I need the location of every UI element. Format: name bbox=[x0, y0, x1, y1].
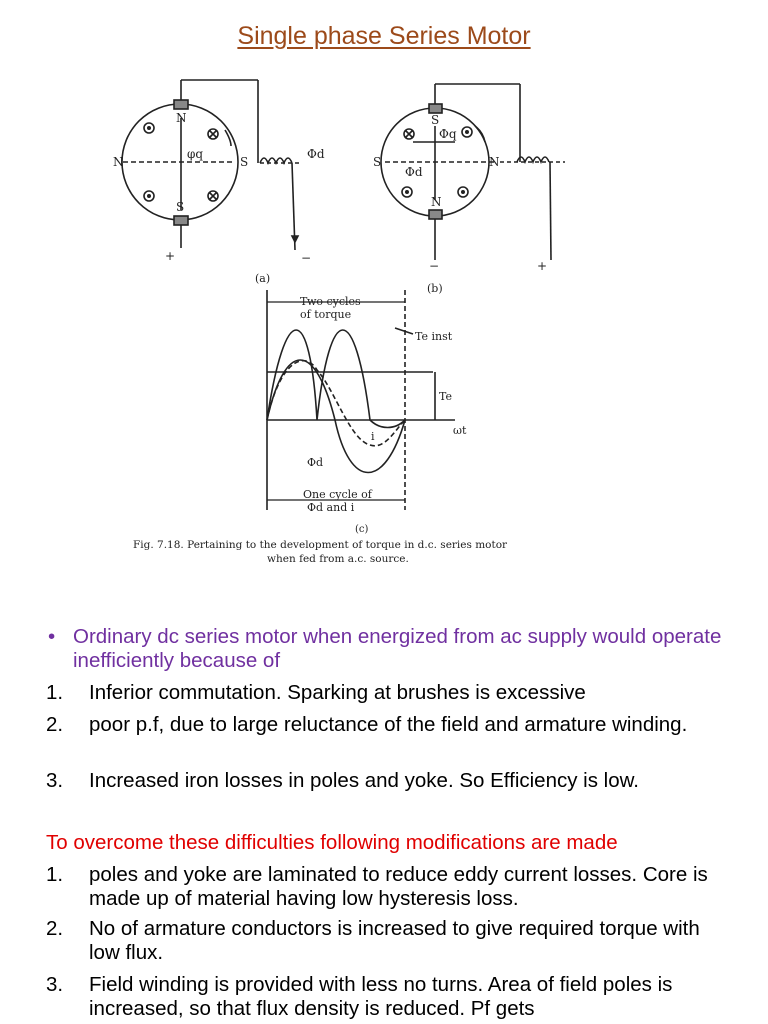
motor-figure: N S N S φq Φd + − (a) S N S N Φq Φd + − … bbox=[113, 79, 565, 565]
problem-text: poor p.f, due to large reluctance of the… bbox=[89, 713, 688, 736]
diagram-c-bottom-label-1: One cycle of bbox=[303, 488, 373, 501]
solutions-heading: To overcome these difficulties following… bbox=[46, 831, 618, 854]
figure-caption-line1: Fig. 7.18. Pertaining to the development… bbox=[133, 539, 508, 551]
diagram-c-te: Te bbox=[439, 390, 452, 403]
intro-bullet: • Ordinary dc series motor when energize… bbox=[0, 625, 768, 673]
problem-text: Increased iron losses in poles and yoke.… bbox=[89, 769, 639, 792]
intro-bullet-text: Ordinary dc series motor when energized … bbox=[73, 625, 722, 672]
page-title: Single phase Series Motor bbox=[237, 22, 531, 50]
diagram-b-label: (b) bbox=[427, 282, 443, 295]
diagram-a-terminal-minus: − bbox=[301, 251, 311, 265]
diagram-a-pole-top: N bbox=[176, 111, 187, 125]
diagram-b-axis-right: N bbox=[489, 155, 500, 169]
solution-item: 3. Field winding is provided with less n… bbox=[0, 973, 768, 1021]
solution-text: Field winding is provided with less no t… bbox=[89, 973, 673, 1020]
diagram-c-i-label: i bbox=[371, 430, 375, 443]
diagram-c-omega-t: ωt bbox=[453, 424, 467, 437]
solution-number: 2. bbox=[46, 917, 64, 940]
diagram-a-label: (a) bbox=[255, 272, 270, 285]
problem-item: 1. Inferior commutation. Sparking at bru… bbox=[0, 681, 768, 705]
diagram-a-pole-bottom: S bbox=[176, 200, 184, 214]
diagram-b-pole-top: S bbox=[431, 113, 439, 127]
solution-item: 1. poles and yoke are laminated to reduc… bbox=[0, 863, 768, 911]
diagram-c-top-label-2: of torque bbox=[300, 308, 351, 321]
diagram-c-label: (c) bbox=[355, 524, 369, 535]
bullet-glyph: • bbox=[48, 625, 56, 648]
diagram-c-phi-d: Φd bbox=[307, 456, 323, 469]
diagram-b-terminal-plus: + bbox=[537, 259, 547, 273]
solution-text: No of armature conductors is increased t… bbox=[89, 917, 700, 964]
solution-item: 2. No of armature conductors is increase… bbox=[0, 917, 768, 965]
solution-text: poles and yoke are laminated to reduce e… bbox=[89, 863, 708, 910]
diagram-c-bottom-label-2: Φd and i bbox=[307, 501, 355, 514]
problem-item: 2. poor p.f, due to large reluctance of … bbox=[0, 713, 768, 737]
diagram-a-flux-q: φq bbox=[187, 147, 203, 161]
diagram-a-flux-d: Φd bbox=[307, 147, 325, 161]
problem-number: 1. bbox=[46, 681, 64, 704]
diagram-a-axis-left: N bbox=[113, 155, 124, 169]
diagram-a-axis-right: S bbox=[240, 155, 248, 169]
solution-number: 1. bbox=[46, 863, 64, 886]
diagram-c-te-inst: Te inst bbox=[415, 330, 453, 343]
diagram-c-top-label-1: Two cycles bbox=[300, 295, 361, 308]
figure-caption-line2: when fed from a.c. source. bbox=[267, 553, 409, 565]
problem-number: 2. bbox=[46, 713, 64, 736]
problem-item: 3. Increased iron losses in poles and yo… bbox=[0, 769, 768, 793]
diagram-b-axis-left: S bbox=[373, 155, 381, 169]
solution-number: 3. bbox=[46, 973, 64, 996]
problem-text: Inferior commutation. Sparking at brushe… bbox=[89, 681, 586, 704]
problem-number: 3. bbox=[46, 769, 64, 792]
diagram-a-terminal-plus: + bbox=[165, 249, 175, 263]
diagram-b-flux-q: Φq bbox=[439, 127, 457, 141]
diagram-b-terminal-minus: − bbox=[429, 259, 439, 273]
diagram-b-flux-d: Φd bbox=[405, 165, 423, 179]
diagram-b-pole-bottom: N bbox=[431, 195, 442, 209]
